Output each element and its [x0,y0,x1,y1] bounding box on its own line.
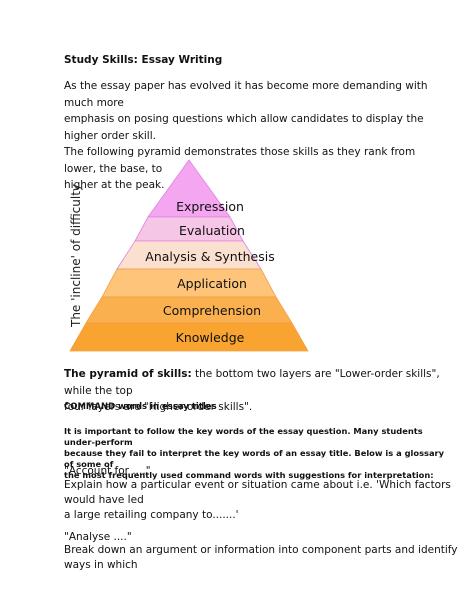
caption-line: four layers are "Higher-order skills". [64,401,253,413]
pyramid-caption: The pyramid of skills: the bottom two la… [64,366,444,416]
intro-line: The following pyramid demonstrates those… [64,146,416,175]
pyramid-layer-knowledge [69,322,309,352]
intro-paragraph: As the essay paper has evolved it has be… [64,78,444,194]
glossary-intro-line: the most frequently used command words w… [64,470,434,480]
caption-text: the bottom two layers are "Lower-order s… [64,368,440,397]
command-term: "Account for ...." [64,465,151,477]
glossary-intro-line: It is important to follow the key words … [64,426,423,447]
command-description-line: Break down an argument or information in… [64,544,458,571]
intro-line: emphasis on posing questions which allow… [64,113,424,142]
caption-bold: The pyramid of skills: [64,368,192,380]
pyramid-axis-label: The 'incline' of difficulty [69,184,83,328]
command-description: Break down an argument or information in… [64,543,460,573]
command-words-heading: COMMAND words in essay titles [64,402,217,412]
caption-line: The pyramid of skills: the bottom two la… [64,366,444,399]
pyramid-layer-label: Comprehension [163,303,261,318]
command-description-line: a large retailing company to.......' [64,509,239,521]
pyramid-layer-label: Evaluation [179,223,245,238]
command-description: Explain how a particular event or situat… [64,478,460,523]
document-title: Study Skills: Essay Writing [64,54,223,66]
command-description-line: Explain how a particular event or situat… [64,479,451,506]
pyramid-layer-label: Application [177,276,247,291]
pyramid-layer-label: Analysis & Synthesis [145,249,274,264]
skills-pyramid: The 'incline' of difficulty Expression E… [69,159,309,352]
glossary-intro-line: because they fail to interpret the key w… [64,448,445,469]
command-term: "Analyse ...." [64,531,132,543]
pyramid-layer-label: Expression [176,199,244,214]
glossary-intro: It is important to follow the key words … [64,426,452,481]
pyramid-layer-label: Knowledge [176,330,245,345]
intro-line: higher at the peak. [64,179,165,191]
intro-line: As the essay paper has evolved it has be… [64,80,428,109]
